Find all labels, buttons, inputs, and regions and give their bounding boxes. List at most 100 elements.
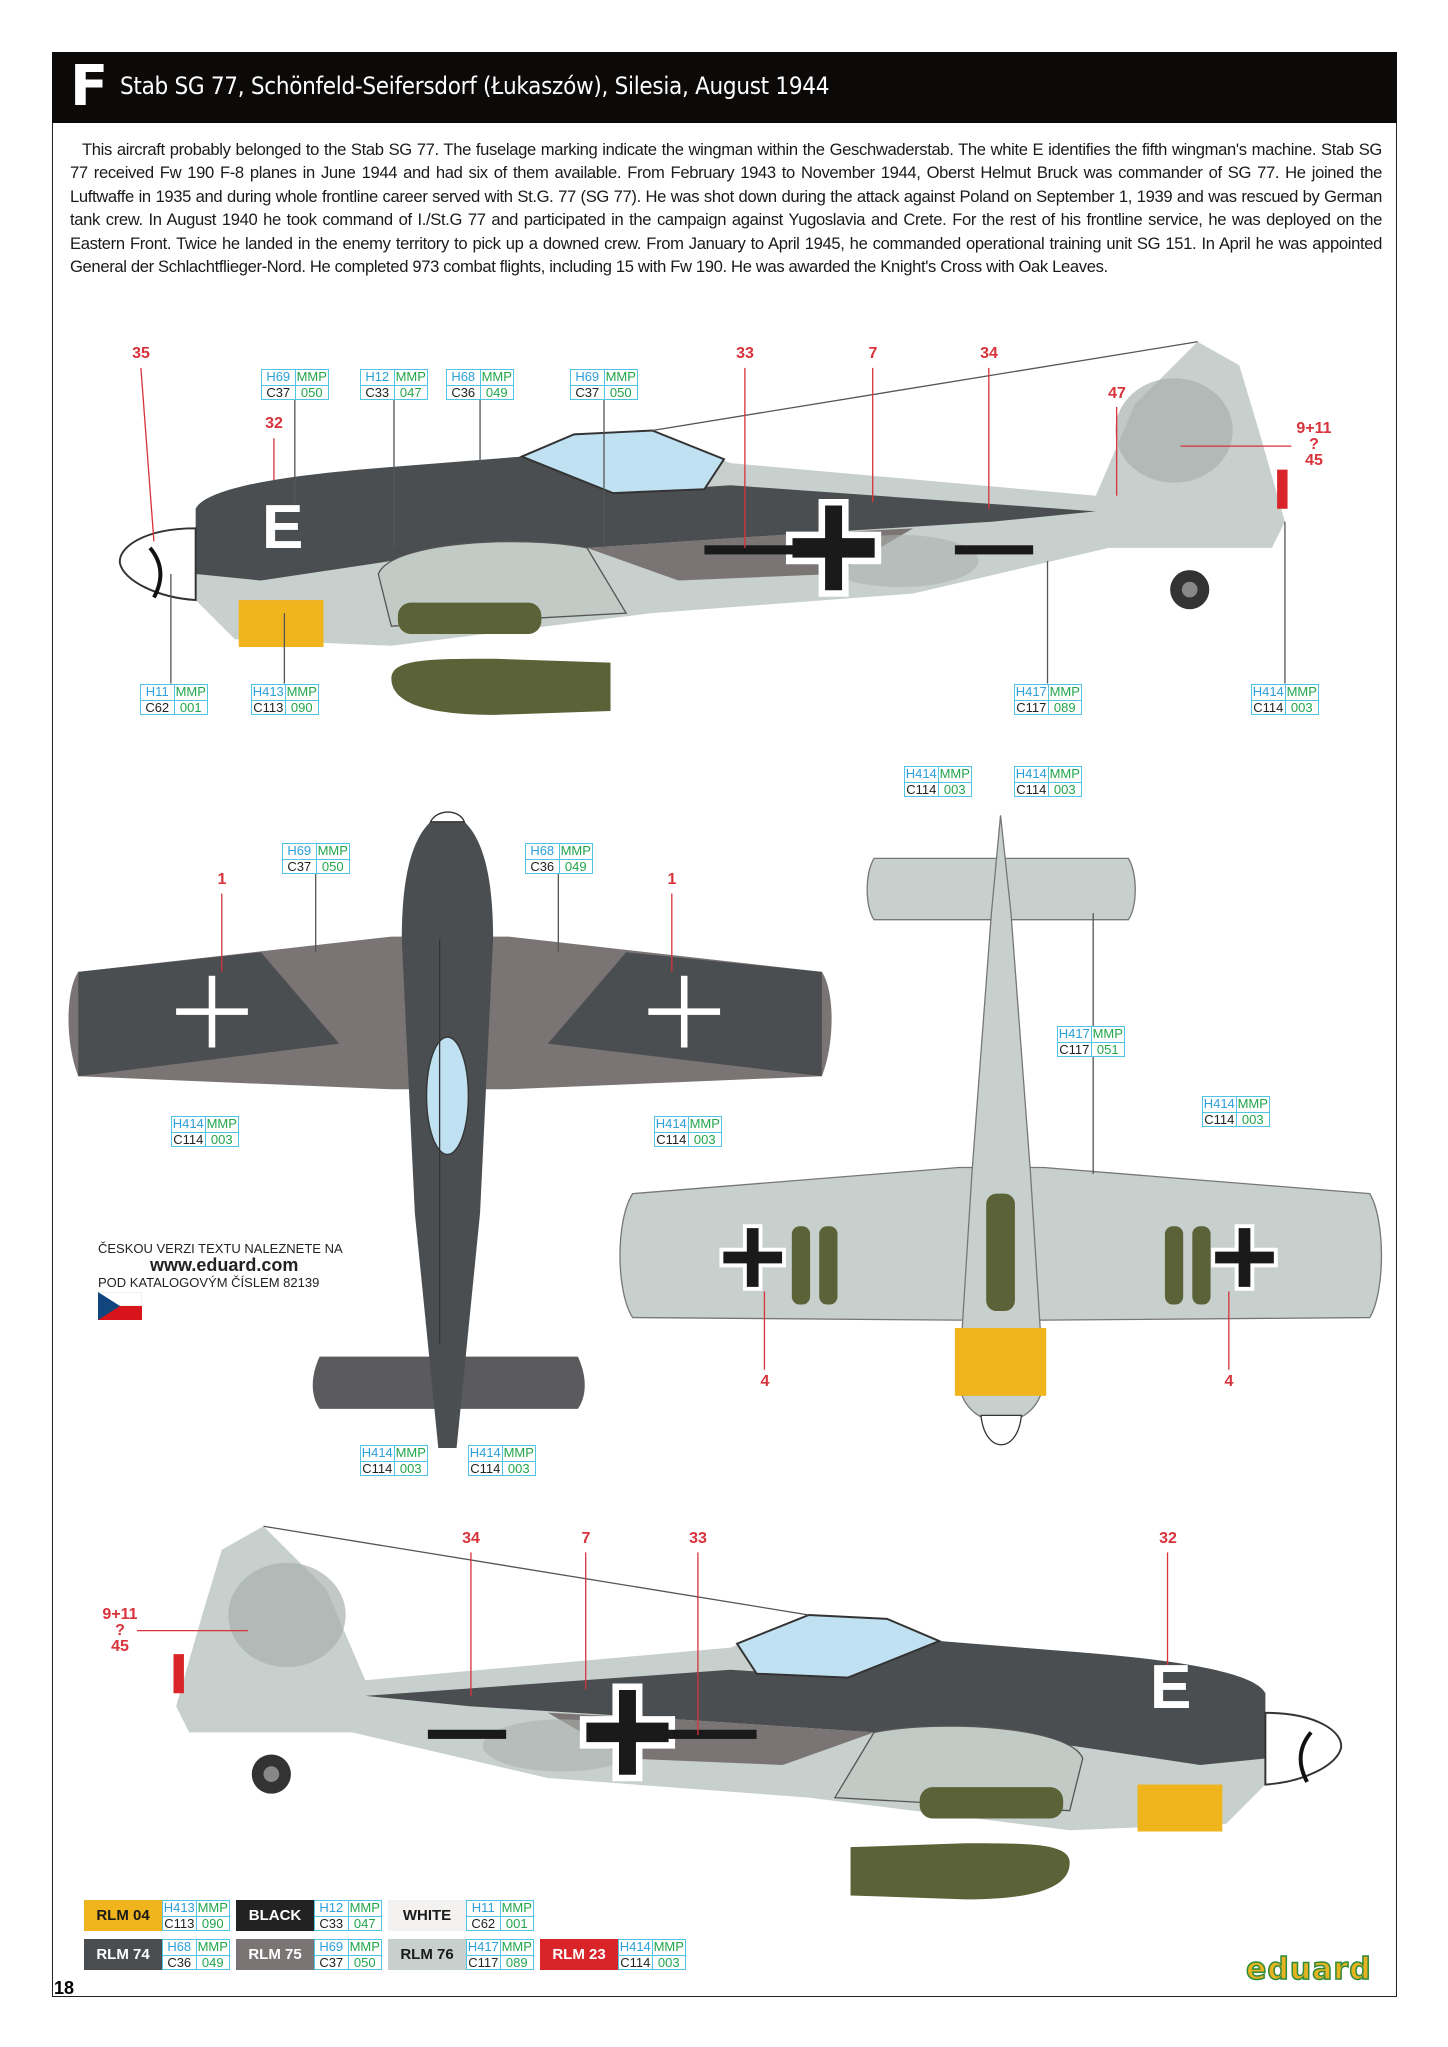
mmp-label: MMP — [1286, 684, 1317, 699]
gunze-code: C62 — [467, 1916, 501, 1931]
humbrol-code: H69 — [262, 370, 296, 385]
humbrol-code: H414 — [905, 766, 939, 782]
mmp-code: 050 — [300, 384, 323, 400]
stencil-number: 34 — [980, 345, 998, 362]
mmp-label: MMP — [206, 1116, 237, 1131]
humbrol-code: H11 — [141, 685, 175, 700]
mmp-code: 047 — [353, 1915, 376, 1931]
humbrol-code: H68 — [163, 1940, 197, 1955]
mmp-code: 049 — [564, 858, 587, 874]
stencil-number: ? — [115, 1622, 125, 1639]
humbrol-code: H417 — [1058, 1026, 1092, 1042]
gunze-code: C114 — [1252, 700, 1286, 715]
mmp-code: 003 — [693, 1131, 716, 1147]
stencil-number: 33 — [689, 1530, 707, 1547]
mmp-code: 047 — [399, 384, 422, 400]
humbrol-code: H69 — [315, 1940, 349, 1955]
stencil-number: 4 — [760, 1373, 770, 1390]
profile-header: F Stab SG 77, Schönfeld-Seifersdorf (Łuk… — [52, 52, 1397, 123]
code-letter-right: E — [1150, 1653, 1192, 1722]
mmp-label: MMP — [481, 369, 512, 384]
gunze-code: C117 — [1058, 1042, 1092, 1057]
mmp-label: MMP — [503, 1445, 534, 1460]
stencil-number: 1 — [217, 871, 227, 888]
mmp-code: 003 — [399, 1460, 422, 1476]
stencil-number: 32 — [1159, 1530, 1177, 1547]
gunze-code: C117 — [467, 1955, 501, 1970]
mmp-label: MMP — [197, 1939, 228, 1954]
legend-swatch: RLM 76 — [388, 1939, 466, 1970]
gunze-code: C114 — [469, 1461, 503, 1476]
mmp-label: MMP — [689, 1116, 720, 1131]
page-number: 18 — [54, 1978, 75, 1998]
humbrol-code: H12 — [315, 1901, 349, 1916]
mmp-code: 049 — [201, 1954, 224, 1970]
mmp-label: MMP — [1049, 684, 1080, 699]
legend-swatch: RLM 75 — [236, 1939, 314, 1970]
mmp-code: 089 — [1053, 699, 1076, 715]
mmp-label: MMP — [501, 1939, 532, 1954]
mmp-label: MMP — [395, 1445, 426, 1460]
legend-swatch: WHITE — [388, 1900, 466, 1931]
mmp-code: 003 — [943, 781, 966, 797]
humbrol-code: H414 — [361, 1445, 395, 1461]
legend-swatch: RLM 23 — [540, 1939, 618, 1970]
gunze-code: C114 — [172, 1132, 206, 1147]
czech-flag-icon — [98, 1292, 142, 1320]
humbrol-code: H68 — [526, 844, 560, 859]
mmp-code: 003 — [1290, 699, 1313, 715]
mmp-label: MMP — [349, 1900, 380, 1915]
humbrol-code: H69 — [571, 370, 605, 385]
humbrol-code: H414 — [172, 1116, 206, 1132]
stencil-number: 35 — [132, 345, 150, 362]
humbrol-code: H417 — [1015, 684, 1049, 700]
stencil-number: 1 — [667, 871, 677, 888]
humbrol-code: H414 — [619, 1939, 653, 1955]
stencil-number: 34 — [462, 1530, 480, 1547]
humbrol-code: H68 — [447, 370, 481, 385]
gunze-code: C37 — [571, 385, 605, 400]
top-view — [68, 811, 832, 1448]
stencil-number: ? — [1309, 436, 1319, 453]
humbrol-code: H414 — [1015, 766, 1049, 782]
mmp-label: MMP — [939, 766, 970, 781]
mmp-label: MMP — [605, 369, 636, 384]
bottom-view — [619, 815, 1383, 1446]
gunze-code: C36 — [163, 1955, 197, 1970]
mmp-code: 090 — [201, 1915, 224, 1931]
mmp-label: MMP — [175, 684, 206, 699]
stencil-number: 33 — [736, 345, 754, 362]
gunze-code: C33 — [315, 1916, 349, 1931]
mmp-code: 001 — [179, 699, 202, 715]
czech-note: ČESKOU VERZI TEXTU NALEZNETE NA www.edua… — [98, 1240, 343, 1291]
czech-note-url[interactable]: www.eduard.com — [150, 1255, 299, 1275]
mmp-code: 050 — [609, 384, 632, 400]
mmp-label: MMP — [317, 843, 348, 858]
mmp-code: 050 — [321, 858, 344, 874]
stencil-number: 47 — [1108, 385, 1126, 402]
gunze-code: C113 — [163, 1916, 197, 1931]
mmp-label: MMP — [296, 369, 327, 384]
stencil-number: 7 — [868, 345, 878, 362]
stencil-number: 9+11 — [1296, 420, 1332, 437]
czech-note-line2: POD KATALOGOVÝM ČÍSLEM 82139 — [98, 1275, 320, 1290]
